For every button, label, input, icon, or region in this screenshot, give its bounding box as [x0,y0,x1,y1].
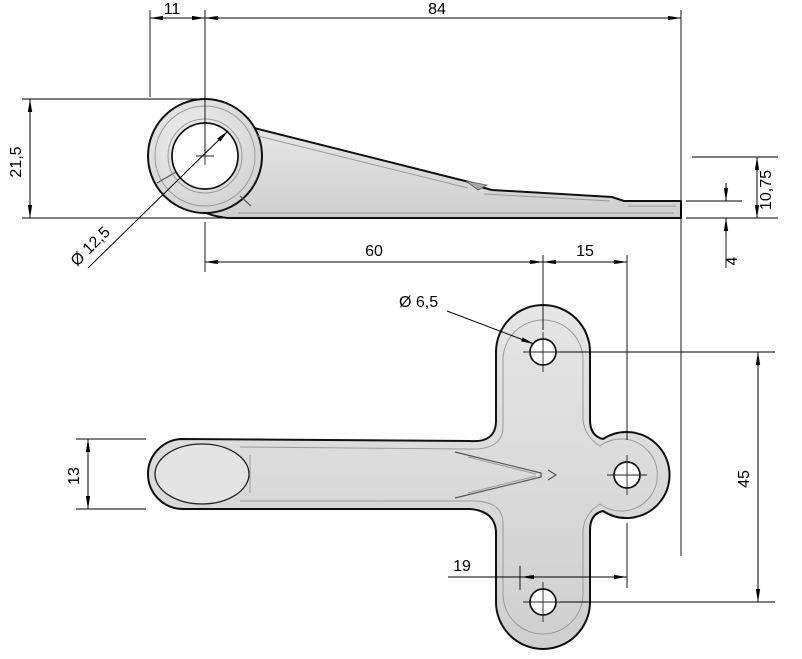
plan-view-part [147,304,671,650]
diameter-leader [87,130,229,269]
dim-label-84: 84 [428,1,446,18]
dimension-10-75: 10,75 [686,156,778,219]
dimension-4: 4 [686,183,742,268]
dim-label-dia-6-5: Ø 6,5 [399,294,438,311]
dimension-11-84: 11 84 [149,1,682,556]
bottom-hole-center-mark [523,582,563,622]
top-hole-center-mark [523,332,563,372]
shaft-chevron-echo-top [467,456,537,475]
eye-boss-top-view [154,443,250,505]
plan-outline [147,304,671,650]
dim-label-19: 19 [453,558,471,575]
dimension-21-5: 21,5 [8,98,225,219]
side-view-part [147,98,682,219]
dim-label-10-75: 10,75 [758,170,775,210]
dim-label-4: 4 [724,256,741,265]
diameter-leader [446,310,535,345]
shaft-chevron-echo-bottom [467,475,537,494]
dim-label-15: 15 [576,243,594,260]
shaft-chevron [454,451,542,499]
side-notch [465,180,489,191]
dim-label-11: 11 [164,1,181,18]
dim-label-dia-12-5: Ø 12,5 [68,224,114,270]
dimension-19: 19 [448,523,628,590]
plan-inner-contour [239,319,658,635]
dim-label-13: 13 [66,467,83,485]
dimension-60-15: 60 15 [204,222,628,440]
side-top-chamfer-line [257,135,469,189]
dim-label-60: 60 [365,243,383,260]
dimension-dia-6-5: Ø 6,5 [399,294,535,345]
eye-segment-tick-right [239,195,252,207]
dimension-45: 45 [560,351,775,603]
side-mid-chamfer-line [483,193,611,202]
dimension-13: 13 [66,438,146,510]
dim-label-21-5: 21,5 [8,146,25,177]
right-hole-center-mark [607,455,647,495]
dim-label-45: 45 [736,470,753,488]
chevron-tip-fragment [547,469,558,481]
